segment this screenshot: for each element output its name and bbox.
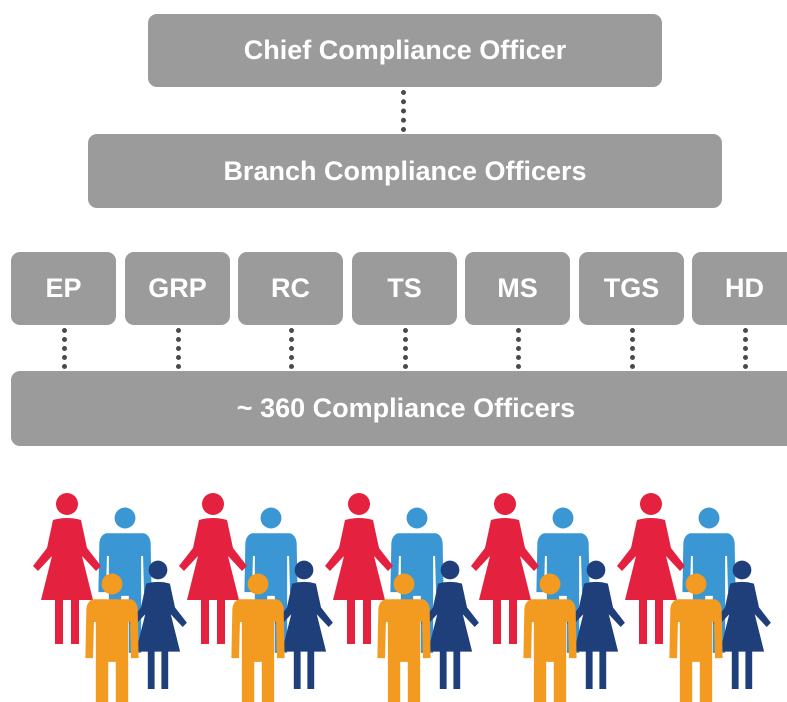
person-navy-icon — [275, 560, 333, 689]
connector-tgs — [630, 328, 635, 369]
branch-label: TGS — [603, 273, 660, 303]
person-orange-icon — [523, 573, 577, 702]
branch-box-ts: TS — [352, 252, 457, 325]
branch-box-rc: RC — [238, 252, 343, 325]
branch-compliance-officers-label: Branch Compliance Officers — [223, 155, 587, 186]
person-navy-icon — [567, 560, 625, 689]
branch-label: MS — [497, 273, 538, 303]
connector-hd — [743, 328, 748, 369]
branch-label: TS — [387, 273, 422, 303]
person-navy-icon — [421, 560, 479, 689]
connector-rc — [289, 328, 294, 369]
person-navy-icon — [129, 560, 187, 689]
person-navy-icon — [713, 560, 771, 689]
branch-label: GRP — [148, 273, 207, 303]
branch-compliance-officers-box: Branch Compliance Officers — [88, 134, 722, 208]
branch-box-hd: HD — [692, 252, 787, 325]
people-illustration — [33, 493, 771, 702]
branch-label: RC — [271, 273, 310, 303]
branch-box-ms: MS — [465, 252, 570, 325]
person-orange-icon — [669, 573, 723, 702]
branch-label: HD — [725, 273, 764, 303]
all-compliance-officers-box: ~ 360 Compliance Officers — [11, 371, 787, 446]
branch-box-ep: EP — [11, 252, 116, 325]
branch-box-tgs: TGS — [579, 252, 684, 325]
person-red-icon — [33, 493, 101, 644]
connector-ms — [516, 328, 521, 369]
connector-ep — [62, 328, 67, 369]
person-red-icon — [471, 493, 539, 644]
connector-grp — [176, 328, 181, 369]
branch-box-grp: GRP — [125, 252, 230, 325]
person-red-icon — [325, 493, 393, 644]
person-red-icon — [179, 493, 247, 644]
connector-ts — [403, 328, 408, 369]
person-orange-icon — [231, 573, 285, 702]
chief-compliance-officer-box: Chief Compliance Officer — [148, 14, 662, 87]
person-orange-icon — [377, 573, 431, 702]
chief-compliance-officer-label: Chief Compliance Officer — [243, 35, 567, 65]
person-red-icon — [617, 493, 685, 644]
branch-label: EP — [45, 273, 82, 303]
person-orange-icon — [85, 573, 139, 702]
all-compliance-officers-label: ~ 360 Compliance Officers — [236, 393, 576, 423]
connector-top — [401, 90, 406, 132]
